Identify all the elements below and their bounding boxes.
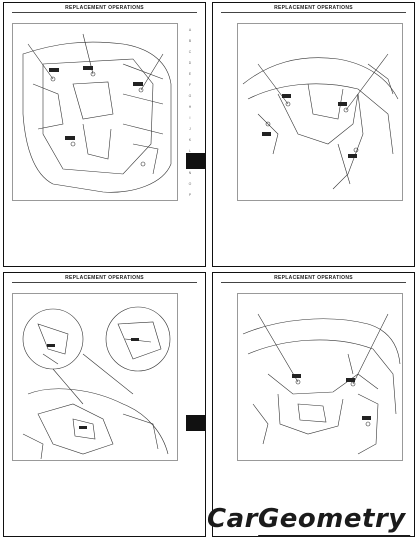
- page-header: REPLACEMENT OPERATIONS: [65, 275, 144, 281]
- page-header: REPLACEMENT OPERATIONS: [274, 5, 353, 11]
- body-diagram-drawing: [242, 53, 399, 190]
- index-letter: F: [188, 83, 192, 87]
- legend: [237, 465, 243, 470]
- index-letter: E: [188, 72, 192, 76]
- header-rule: [12, 12, 197, 13]
- index-letter: C: [188, 50, 192, 54]
- section-tab: [186, 153, 205, 169]
- watermark-underline: [257, 535, 411, 537]
- page-header: REPLACEMENT OPERATIONS: [274, 275, 353, 281]
- header-rule: [12, 282, 197, 283]
- legend: [12, 465, 24, 470]
- index-letter: L: [189, 149, 191, 153]
- index-letter: D: [188, 61, 192, 65]
- body-diagram-drawing: [22, 33, 172, 193]
- index-letter: N: [188, 171, 192, 175]
- body-diagram-drawing: [242, 313, 401, 455]
- index-letter: P: [188, 193, 192, 197]
- manual-page-1: REPLACEMENT OPERATIONS: [3, 2, 206, 267]
- page-header: REPLACEMENT OPERATIONS: [65, 5, 144, 11]
- index-letters: A B C D E F G H I J K L M N O P: [187, 25, 193, 201]
- index-letter: O: [188, 182, 192, 186]
- index-letter: A: [188, 28, 192, 32]
- legend: [12, 205, 24, 210]
- index-letter: H: [188, 105, 192, 109]
- index-letter: I: [189, 116, 191, 120]
- site-watermark: CarGeometry: [207, 504, 406, 534]
- header-rule: [221, 282, 406, 283]
- manual-page-2: REPLACEMENT OPERATIONS: [212, 2, 415, 267]
- index-letter: B: [188, 39, 192, 43]
- body-diagram: [237, 293, 403, 461]
- body-diagram-drawing: [22, 306, 171, 460]
- manual-page-4: REPLACEMENT OPERATIONS: [212, 272, 415, 537]
- body-diagram: [12, 293, 178, 461]
- body-diagram: [12, 23, 178, 201]
- index-letter: K: [188, 138, 192, 142]
- index-letter: G: [188, 94, 192, 98]
- manual-page-3: REPLACEMENT OPERATIONS: [3, 272, 206, 537]
- legend: [237, 205, 243, 210]
- index-letter: J: [189, 127, 191, 131]
- body-diagram: [237, 23, 403, 201]
- section-tab: [186, 415, 205, 431]
- header-rule: [221, 12, 406, 13]
